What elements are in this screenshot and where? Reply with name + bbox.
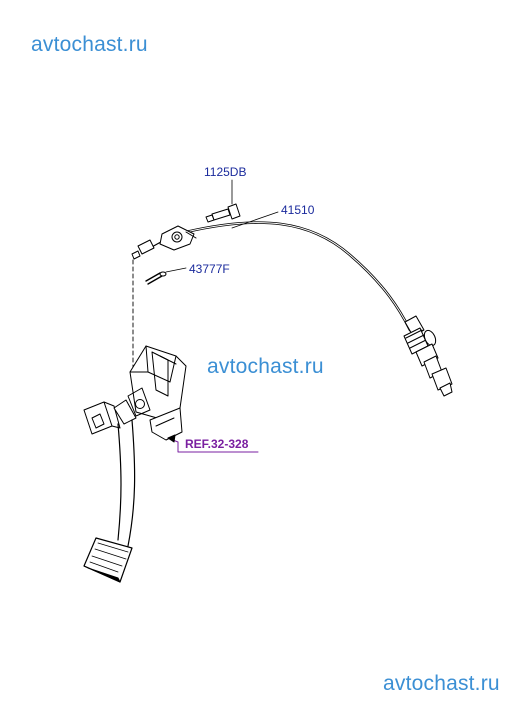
label-bolt-1125db[interactable]: 1125DB bbox=[204, 165, 247, 179]
accelerator-pedal bbox=[83, 345, 187, 583]
watermark-top: avtochast.ru bbox=[31, 33, 148, 56]
watermark-bottom: avtochast.ru bbox=[383, 672, 500, 695]
bolt-part bbox=[205, 203, 241, 223]
label-pin-43777f[interactable]: 43777F bbox=[189, 262, 230, 276]
ref-arrow bbox=[167, 434, 259, 453]
pin-part bbox=[145, 271, 167, 285]
label-cable-41510[interactable]: 41510 bbox=[281, 203, 315, 217]
leader-pin bbox=[165, 267, 187, 273]
watermark-middle: avtochast.ru bbox=[207, 355, 324, 378]
cable-throttle-end bbox=[403, 315, 453, 397]
label-ref-32-328[interactable]: REF.32-328 bbox=[185, 437, 249, 451]
leader-cable bbox=[231, 211, 279, 229]
accelerator-cable bbox=[131, 221, 453, 397]
